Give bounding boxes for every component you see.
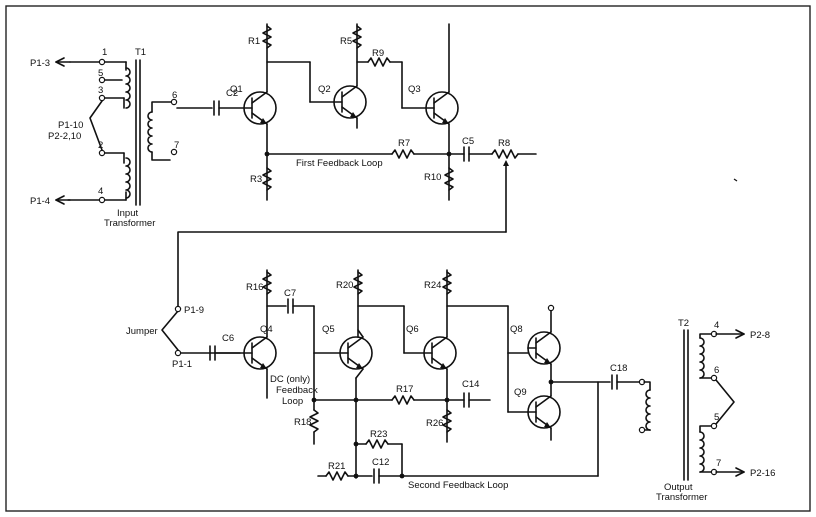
top-amplifier: [176, 23, 537, 233]
label-c2: C2: [226, 88, 238, 99]
label-r3: R3: [250, 174, 262, 185]
t1-label: T1: [135, 47, 146, 58]
t2-pin-6: 6: [714, 365, 719, 376]
label-q4: Q4: [260, 324, 273, 335]
t1-pin-5: 5: [98, 68, 103, 79]
label-second-feedback-loop: Second Feedback Loop: [408, 480, 508, 491]
connector-p2-8: P2-8: [750, 330, 770, 341]
label-q1: Q1: [230, 84, 243, 95]
label-first-feedback-loop: First Feedback Loop: [296, 158, 383, 169]
connector-p1-3: P1-3: [30, 58, 50, 69]
label-q2: Q2: [318, 84, 331, 95]
label-dc-only-line3: Loop: [282, 396, 303, 407]
t1-pin-3: 3: [98, 85, 103, 96]
label-r26: R26: [426, 418, 443, 429]
connector-p2-16: P2-16: [750, 468, 775, 479]
label-r10: R10: [424, 172, 441, 183]
t1-pin-4: 4: [98, 186, 103, 197]
label-r23: R23: [370, 429, 387, 440]
label-r7: R7: [398, 138, 410, 149]
label-r21: R21: [328, 461, 345, 472]
bottom-amplifier: [209, 269, 646, 484]
label-r18: R18: [294, 417, 311, 428]
label-r1: R1: [248, 36, 260, 47]
label-c14: C14: [462, 379, 479, 390]
label-dc-only-line2: Feedback: [276, 385, 318, 396]
connector-p1-10: P1-10: [58, 120, 83, 131]
t2-pin-7: 7: [716, 458, 721, 469]
label-q9: Q9: [514, 387, 527, 398]
label-q6: Q6: [406, 324, 419, 335]
stray-mark: [733, 178, 738, 182]
label-r24: R24: [424, 280, 441, 291]
frame-border: [5, 5, 811, 512]
label-c5: C5: [462, 136, 474, 147]
connector-p1-4: P1-4: [30, 196, 50, 207]
t2-pin-5: 5: [714, 412, 719, 423]
label-c18: C18: [610, 363, 627, 374]
label-r20: R20: [336, 280, 353, 291]
t1-pin-1: 1: [102, 47, 107, 58]
label-dc-only-line1: DC (only): [270, 374, 310, 385]
label-r8: R8: [498, 138, 510, 149]
t1-caption-line1: Input: [117, 208, 138, 219]
t2-label: T2: [678, 318, 689, 329]
t1-pin-7: 7: [174, 140, 179, 151]
t2-caption-line1: Output: [664, 482, 693, 493]
label-q3: Q3: [408, 84, 421, 95]
label-r17: R17: [396, 384, 413, 395]
t2-pin-4: 4: [714, 320, 719, 331]
t1-pin-6: 6: [172, 90, 177, 101]
connector-p1-9: P1-9: [184, 305, 204, 316]
label-q8: Q8: [510, 324, 523, 335]
label-c6: C6: [222, 333, 234, 344]
output-transformer-t2: [638, 329, 745, 481]
jumper-wiring: [161, 231, 507, 357]
label-r9: R9: [372, 48, 384, 59]
label-q5: Q5: [322, 324, 335, 335]
label-c12: C12: [372, 457, 389, 468]
label-r16: R16: [246, 282, 263, 293]
label-r5: R5: [340, 36, 352, 47]
connector-p1-1: P1-1: [172, 359, 192, 370]
connector-p2-2-10: P2-2,10: [48, 131, 81, 142]
t1-pin-2: 2: [98, 140, 103, 151]
input-transformer-t1: [55, 57, 178, 206]
t2-caption-line2: Transformer: [656, 492, 707, 503]
t1-caption-line2: Transformer: [104, 218, 155, 229]
label-c7: C7: [284, 288, 296, 299]
label-jumper: Jumper: [126, 326, 158, 337]
